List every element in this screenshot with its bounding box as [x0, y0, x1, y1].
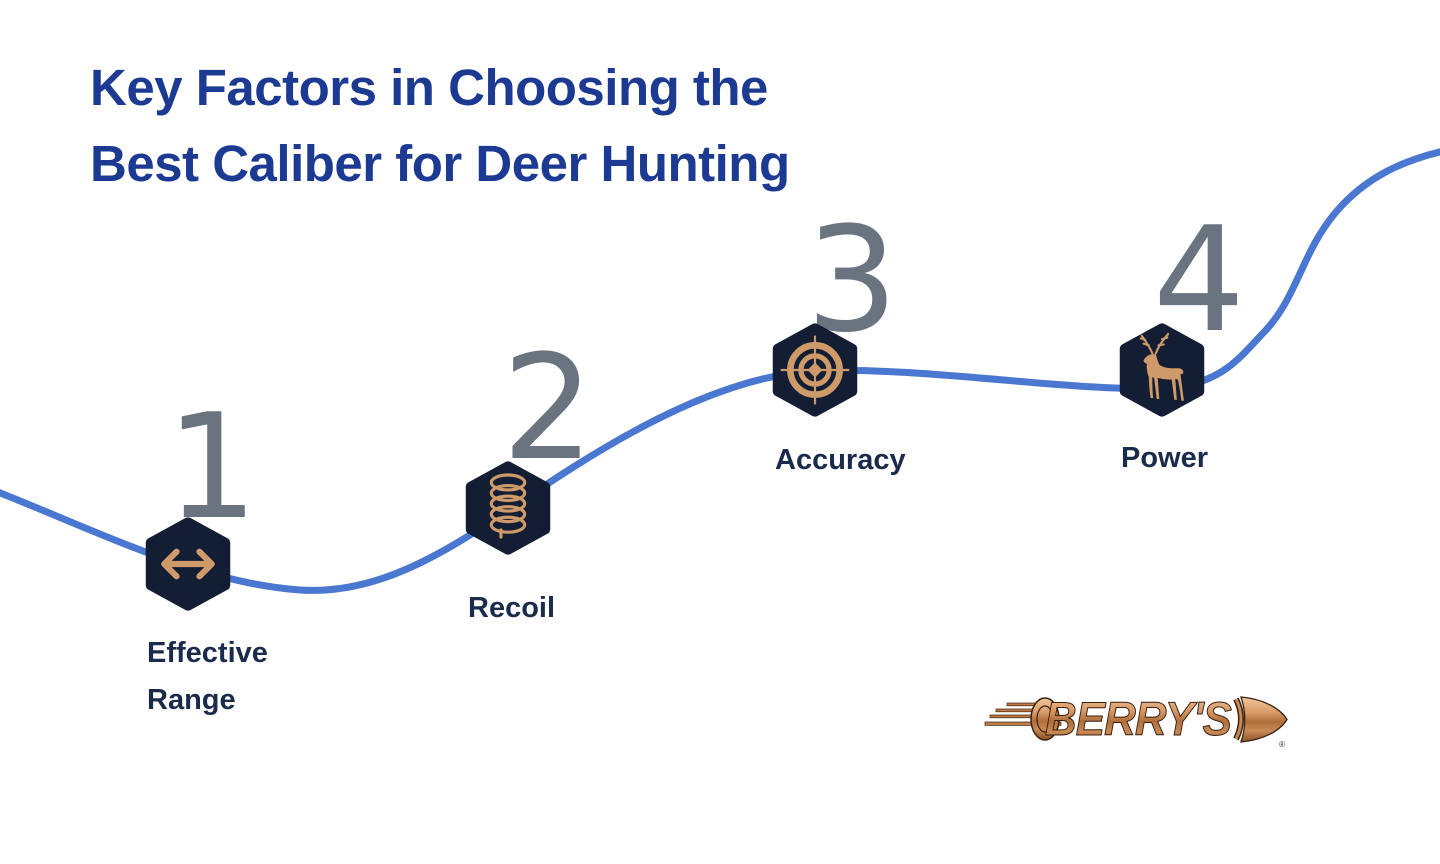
step-1-label-line1: Effective — [147, 637, 268, 669]
step-1-label: Effective Range — [147, 630, 268, 724]
logo-cartridge-base — [1030, 697, 1060, 741]
target-crosshair-icon — [780, 335, 850, 405]
step-4-badge — [1119, 323, 1205, 417]
step-2-label: Recoil — [468, 585, 555, 632]
page-title: Key Factors in Choosing the Best Caliber… — [90, 50, 790, 202]
logo-registered-mark: ® — [1279, 740, 1285, 749]
step-4-label-line1: Power — [1121, 442, 1209, 474]
recoil-spring-icon — [489, 473, 527, 539]
step-2-number: 2 — [501, 324, 595, 493]
step-3-badge — [772, 323, 858, 417]
step-3-label-line1: Accuracy — [775, 444, 906, 476]
berrys-logo: BERRY'S ® — [984, 692, 1288, 749]
step-2-badge — [465, 461, 551, 555]
step-1-label-line2: Range — [147, 684, 236, 716]
horizontal-double-arrow-icon — [161, 548, 215, 580]
page-title-line1: Key Factors in Choosing the — [90, 59, 768, 116]
step-1-badge — [145, 517, 231, 611]
logo-bullet-nose — [1240, 696, 1288, 743]
step-4-label: Power — [1121, 435, 1208, 482]
logo-brand-text: BERRY'S — [1045, 692, 1232, 745]
step-2-label-line1: Recoil — [468, 592, 556, 624]
step-1-number: 1 — [165, 383, 259, 552]
page-title-line2: Best Caliber for Deer Hunting — [90, 135, 790, 192]
step-3-label: Accuracy — [775, 437, 906, 484]
deer-icon — [1139, 332, 1184, 401]
logo-case-arc — [1234, 698, 1243, 740]
